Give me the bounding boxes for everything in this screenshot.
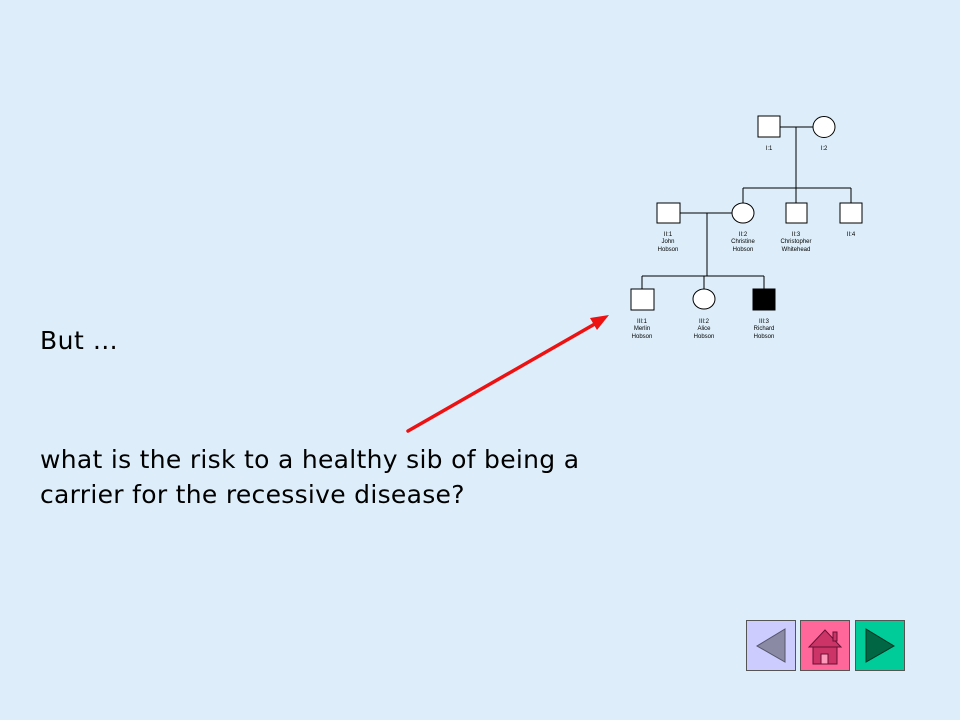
label-III2-last: Hobson bbox=[694, 334, 715, 340]
label-III2-id: III:2 bbox=[699, 319, 710, 325]
label-II2-first: Christine bbox=[731, 239, 755, 245]
label-II2-last: Hobson bbox=[733, 247, 754, 253]
label-II1-first: John bbox=[661, 239, 674, 245]
red-arrow bbox=[406, 315, 609, 433]
pedigree-female-III2 bbox=[692, 288, 716, 310]
label-III1-last: Hobson bbox=[632, 334, 653, 340]
next-triangle-icon bbox=[865, 628, 895, 663]
label-I2-id: I:2 bbox=[821, 146, 828, 152]
label-III1-first: Merlin bbox=[634, 326, 650, 332]
label-III2-first: Alice bbox=[697, 326, 711, 332]
pedigree-female-II2 bbox=[731, 202, 755, 224]
label-III3-last: Hobson bbox=[754, 334, 775, 340]
label-II3-last: Whitehead bbox=[782, 247, 811, 253]
label-II3-id: II:3 bbox=[792, 232, 801, 238]
back-button[interactable] bbox=[746, 620, 796, 671]
pedigree-male-II3 bbox=[785, 202, 808, 224]
label-III1-id: III:1 bbox=[637, 319, 648, 325]
pedigree-male-II4 bbox=[839, 202, 863, 224]
next-button[interactable] bbox=[855, 620, 905, 671]
intro-text: But … bbox=[40, 326, 119, 355]
back-triangle-icon bbox=[756, 628, 786, 663]
pedigree-lines bbox=[641, 126, 852, 289]
home-button[interactable] bbox=[800, 620, 850, 671]
label-II1-id: II:1 bbox=[664, 232, 673, 238]
question-text: what is the risk to a healthy sib of bei… bbox=[40, 445, 580, 509]
label-II1-last: Hobson bbox=[658, 247, 679, 253]
home-icon bbox=[807, 629, 843, 665]
pedigree-male-affected-III3 bbox=[752, 288, 776, 311]
label-III3-first: Richard bbox=[754, 326, 775, 332]
label-II2-id: II:2 bbox=[739, 232, 748, 238]
pedigree-male-III1 bbox=[630, 288, 655, 311]
pedigree-female-I2 bbox=[812, 116, 836, 138]
pedigree-male-I1 bbox=[757, 115, 781, 138]
label-II4-id: II:4 bbox=[847, 232, 856, 238]
label-III3-id: III:3 bbox=[759, 319, 770, 325]
label-II3-first: Christopher bbox=[780, 239, 811, 245]
label-I1-id: I:1 bbox=[766, 146, 773, 152]
pedigree-male-II1 bbox=[656, 202, 681, 224]
